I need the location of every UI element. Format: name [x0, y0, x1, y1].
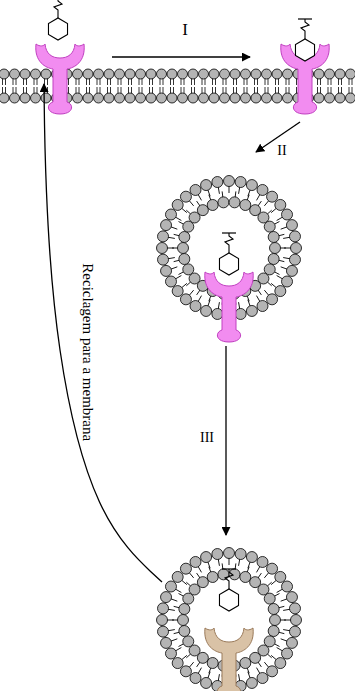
- receptor: [36, 44, 84, 114]
- ligand: [295, 19, 314, 61]
- step-number: I: [182, 21, 188, 40]
- step-number: II: [277, 143, 286, 158]
- ligand: [48, 0, 67, 40]
- pathway-label: Reciclagem para a membrana: [80, 263, 97, 441]
- step-arrow: [112, 56, 250, 57]
- ligand: [219, 233, 238, 275]
- step-number: III: [200, 430, 214, 445]
- step-arrow: [225, 346, 226, 535]
- receptor: [205, 628, 253, 691]
- receptor: [205, 272, 253, 342]
- ligand: [219, 569, 238, 611]
- recycling-arrow: [44, 84, 162, 582]
